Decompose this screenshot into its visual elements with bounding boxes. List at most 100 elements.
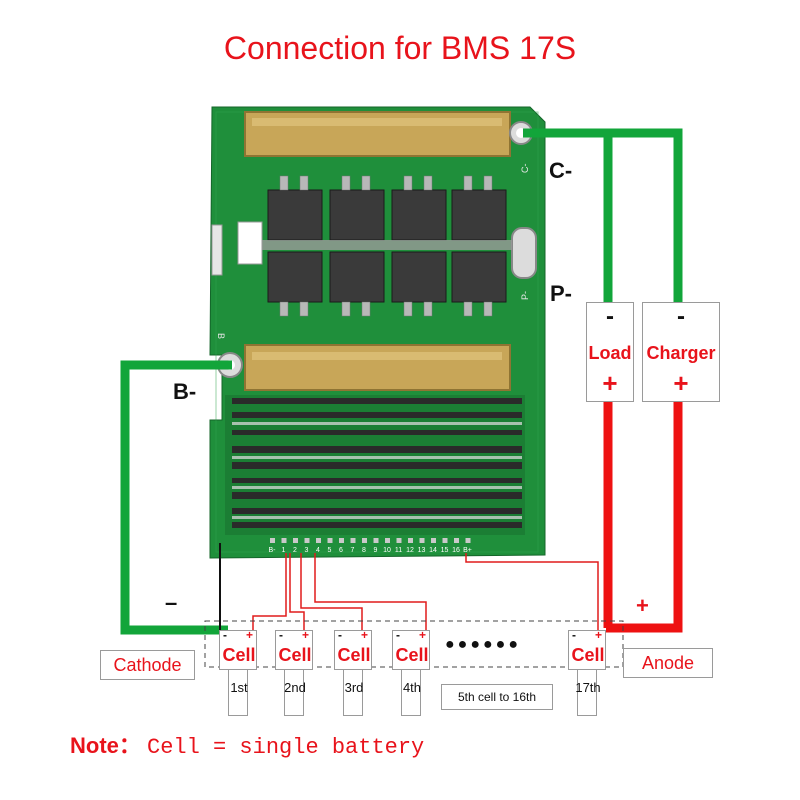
mosfet-array: [267, 189, 507, 303]
battery-pack-outline: [204, 620, 624, 668]
balance-pin-label: 7: [351, 547, 355, 554]
cell-body: - + Cell: [392, 628, 430, 670]
diagram-title: Connection for BMS 17S: [223, 30, 577, 66]
balance-pin: [304, 538, 310, 543]
charger-plus-sign: +: [673, 368, 689, 398]
charger-minus-sign: -: [677, 303, 685, 330]
cell-tab: 2nd: [284, 670, 306, 716]
c-minus-wire: [523, 128, 683, 305]
cell-index: 17th: [575, 680, 601, 695]
silk-p-label: P-: [520, 291, 530, 300]
balance-pin: [442, 538, 448, 543]
cell-label: Cell: [278, 645, 312, 665]
load-box: - Load +: [586, 302, 634, 402]
balance-pin-label: 15: [441, 547, 449, 554]
note: Note： Cell = single battery: [70, 728, 424, 760]
bottom-copper-bar: [244, 344, 511, 391]
cell-plus-terminal: +: [301, 628, 309, 642]
balance-sense-wires: [219, 543, 599, 632]
balance-pin-label: 3: [305, 547, 309, 554]
cell-label: Cell: [395, 645, 429, 665]
balance-pin-label: 5: [328, 547, 332, 554]
c-minus-label: C-: [549, 158, 573, 183]
cell-index: 3rd: [344, 680, 364, 695]
cell-minus-terminal: -: [279, 628, 283, 642]
cell-minus-terminal: -: [396, 628, 400, 642]
cell-label: Cell: [222, 645, 256, 665]
cell-body: - + Cell: [334, 628, 372, 670]
negative-wiring: [120, 128, 683, 635]
load-plus-sign: +: [602, 368, 618, 398]
battery-cell: - + Cell 1st: [219, 628, 257, 718]
silk-b-label: B: [216, 333, 226, 339]
cell-label: Cell: [337, 645, 371, 665]
cell-minus-terminal: -: [223, 628, 227, 642]
balance-pin: [362, 538, 367, 543]
note-text: Cell = single battery: [147, 735, 425, 760]
balance-pin: [373, 538, 379, 543]
balance-pin-label: B+: [463, 547, 472, 554]
balance-pin: [293, 538, 298, 543]
charger-label: Charger: [646, 343, 716, 363]
charger-box: - Charger +: [642, 302, 720, 402]
cell-minus-terminal: -: [572, 628, 576, 642]
balance-pin-label: 13: [418, 547, 426, 554]
positive-wiring: [603, 400, 683, 633]
cell-index: 2nd: [284, 680, 306, 695]
cell-body: - + Cell: [568, 628, 606, 670]
battery-cell: - + Cell 3rd: [334, 628, 372, 718]
balance-pin: [454, 538, 459, 543]
p-minus-label: P-: [550, 281, 572, 306]
balance-pin: [408, 538, 413, 543]
cathode-label: Cathode: [100, 650, 195, 680]
cell-tab: 3rd: [343, 670, 363, 716]
balance-pin-label: 4: [316, 547, 320, 554]
note-label: Note：: [70, 733, 141, 758]
b-minus-label: B-: [173, 379, 197, 404]
middle-cells-dots: ●●●●●●: [445, 636, 521, 653]
cell-index: 1st: [230, 680, 248, 695]
balance-pin: [419, 538, 425, 543]
load-minus-sign: -: [606, 303, 614, 330]
load-label: Load: [588, 343, 632, 363]
cell-tab: 1st: [228, 670, 248, 716]
balance-pin-label: 2: [293, 547, 297, 554]
middle-cells-range: 5th cell to 16th: [441, 684, 553, 710]
balance-pin: [339, 538, 344, 543]
balance-pin: [327, 538, 333, 543]
cell-label: Cell: [571, 645, 605, 665]
cell-plus-terminal: +: [594, 628, 602, 642]
cell-plus-terminal: +: [245, 628, 253, 642]
battery-cell: - + Cell 17th: [568, 628, 606, 718]
anode-label: Anode: [623, 648, 713, 678]
balance-pin-label: 1: [282, 547, 286, 554]
balance-pin-label: 8: [362, 547, 366, 554]
balance-pin-label: 10: [383, 547, 391, 554]
pack-plus-sign: +: [636, 593, 649, 618]
silk-c-label: C-: [520, 164, 530, 174]
cell-plus-terminal: +: [418, 628, 426, 642]
cell-index: 4th: [402, 680, 422, 695]
battery-cell: - + Cell 2nd: [275, 628, 313, 718]
balance-pin: [316, 538, 321, 543]
cell-tab: 17th: [575, 670, 601, 716]
balance-pin-label: 9: [374, 547, 378, 554]
balance-pin-label: 6: [339, 547, 343, 554]
cell-body: - + Cell: [275, 628, 313, 670]
cell-plus-terminal: +: [360, 628, 368, 642]
cell-minus-terminal: -: [338, 628, 342, 642]
battery-cell: - + Cell 4th: [392, 628, 430, 718]
balance-pin: [270, 538, 275, 543]
charger-plus-wire: [606, 400, 683, 633]
pack-minus-sign: –: [165, 590, 178, 615]
balance-pin-label: 16: [452, 547, 460, 554]
balance-pin: [431, 538, 436, 543]
cell-body: - + Cell: [219, 628, 257, 670]
balance-circuit: [225, 395, 525, 535]
balance-pin-label: 14: [429, 547, 437, 554]
balance-pin-label: 11: [395, 547, 402, 554]
balance-pin: [465, 538, 471, 543]
balance-pin-label: 12: [406, 547, 414, 554]
